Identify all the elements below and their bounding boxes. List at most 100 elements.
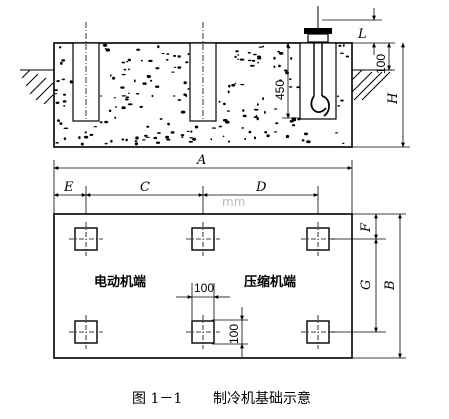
concrete-speckle [105,48,111,52]
concrete-speckle [61,59,66,62]
concrete-speckle [231,83,236,87]
dim-label-100-horizontal: 100 [194,281,214,295]
concrete-speckle [63,105,66,107]
concrete-speckle [253,116,259,119]
concrete-speckle [234,82,237,85]
concrete-speckle [173,54,177,57]
concrete-speckle [262,97,265,100]
concrete-speckle [249,64,255,67]
concrete-speckle [155,85,160,88]
concrete-speckle [180,110,186,114]
concrete-speckle [278,52,284,55]
concrete-speckle [121,73,126,76]
concrete-speckle [112,76,116,80]
concrete-speckle [161,52,165,55]
concrete-speckle [273,65,276,69]
concrete-speckle [301,139,305,142]
concrete-speckle [235,50,239,53]
section-view: L 100 450 H [20,6,410,148]
concrete-speckle [136,48,141,51]
concrete-speckle [123,68,127,71]
concrete-speckle [266,134,270,138]
concrete-speckle [180,134,185,137]
concrete-speckle [338,44,342,47]
concrete-speckle [125,138,128,142]
concrete-speckle [63,93,66,96]
concrete-speckle [155,141,161,144]
concrete-speckle [100,95,102,97]
concrete-speckle [177,99,182,101]
concrete-speckle [342,142,345,145]
concrete-speckle [148,59,153,63]
concrete-speckle [59,122,63,125]
dim-label-100-vertical-plan: 100 [227,324,241,344]
concrete-speckle [84,131,88,134]
bolt-hole [301,222,335,256]
concrete-speckle [222,135,225,138]
concrete-speckle [194,125,199,129]
concrete-speckle [59,46,62,49]
concrete-speckle [247,59,252,62]
dim-label-C: C [140,180,150,195]
concrete-speckle [227,90,230,94]
concrete-speckle [104,120,109,124]
anchor-bolt [299,6,337,120]
concrete-speckle [146,125,150,128]
concrete-speckle [114,116,117,119]
concrete-speckle [274,108,278,110]
concrete-speckle [183,93,187,96]
concrete-speckle [60,61,63,65]
concrete-speckle [155,67,160,70]
concrete-speckle [211,127,216,129]
concrete-speckle [257,61,259,64]
concrete-speckle [177,66,182,69]
concrete-speckle [339,52,344,54]
concrete-speckle [151,94,154,98]
concrete-speckle [127,92,130,95]
concrete-speckle [166,53,170,55]
concrete-speckle [337,105,341,107]
concrete-speckle [264,110,266,114]
concrete-speckle [303,132,309,136]
concrete-speckle [89,133,94,136]
concrete-speckle [125,96,130,98]
dim-label-A: A [196,153,206,168]
concrete-speckle [240,83,245,86]
concrete-speckle [114,106,117,108]
concrete-speckle [275,122,279,125]
concrete-speckle [244,137,247,141]
bolt-hole [69,315,103,349]
concrete-speckle [242,114,247,118]
concrete-speckle [171,71,175,73]
concrete-speckle [121,95,127,97]
concrete-speckle [113,97,117,99]
motor-end-label: 电动机端 [94,274,146,290]
concrete-speckle [144,134,148,137]
concrete-speckle [273,56,276,60]
concrete-speckle [187,88,190,90]
concrete-speckle [187,53,190,55]
dim-label-H: H [386,92,401,105]
concrete-speckle [253,136,257,140]
concrete-speckle [127,68,130,71]
concrete-speckle [337,95,339,98]
concrete-speckle [264,130,268,134]
concrete-speckle [290,57,293,60]
dim-label-100-vertical: 100 [374,54,388,74]
concrete-speckle [55,101,60,105]
concrete-speckle [127,103,133,106]
concrete-speckle [237,54,240,56]
concrete-speckle [172,95,176,97]
ground-hatch-left [20,69,55,105]
concrete-speckle [173,66,177,68]
concrete-speckle [340,99,344,102]
concrete-speckle [247,51,251,54]
concrete-speckle [283,69,288,72]
concrete-speckle [257,103,259,106]
concrete-speckle [342,44,345,47]
bolt-holes [69,222,335,349]
bolt-hole [186,315,220,349]
concrete-speckle [190,130,193,133]
concrete-speckle [63,137,67,141]
concrete-speckle [218,100,221,103]
